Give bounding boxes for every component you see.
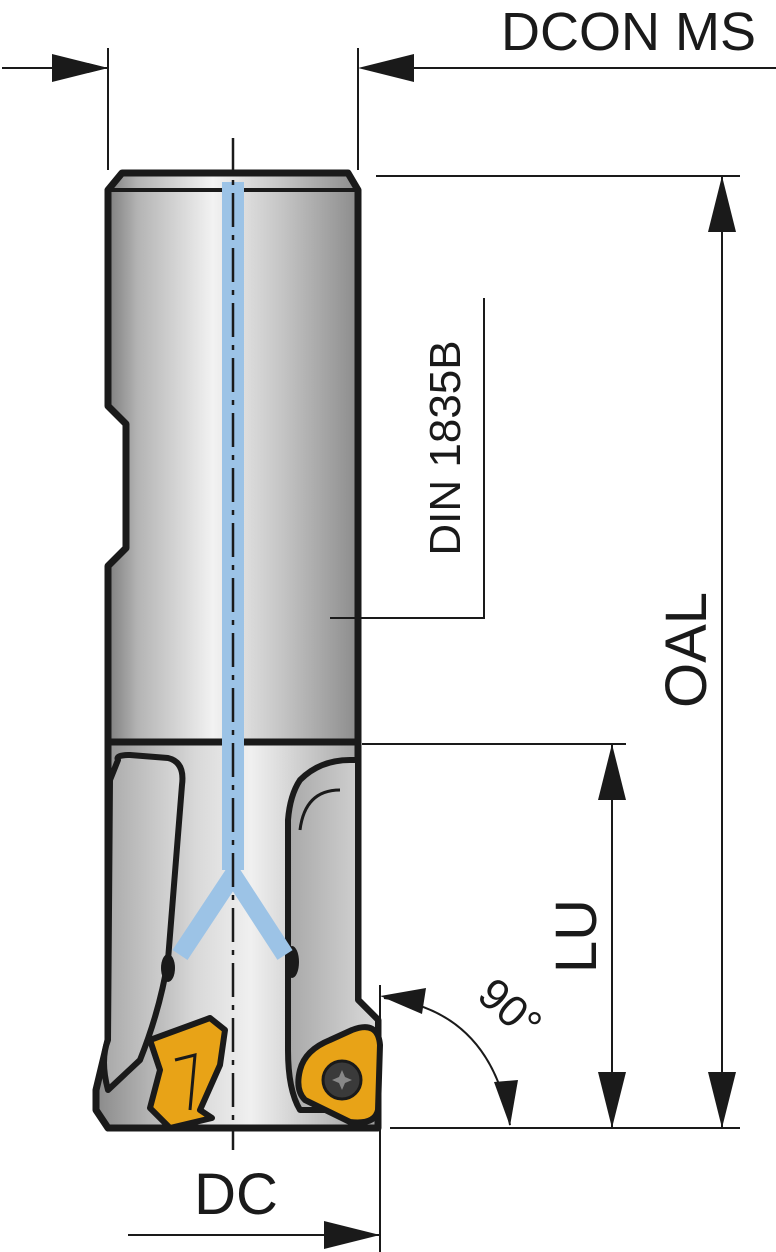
standard-callout: DIN 1835B bbox=[330, 298, 485, 619]
right-clamp-hole bbox=[285, 946, 299, 978]
angle-dimension: 90° bbox=[379, 969, 551, 1252]
right-flute bbox=[285, 757, 381, 1113]
lu-dimension: LU bbox=[362, 743, 626, 1128]
dc-label: DC bbox=[194, 1162, 278, 1227]
dcon-ms-dimension: DCON MS bbox=[2, 2, 776, 170]
torx-icon bbox=[332, 1070, 352, 1090]
left-insert bbox=[147, 1015, 228, 1131]
right-flute-edge bbox=[298, 788, 341, 831]
oal-dimension: OAL bbox=[376, 175, 740, 1129]
standard-label: DIN 1835B bbox=[421, 340, 470, 555]
dc-dimension: DC bbox=[128, 1162, 380, 1249]
dcon-ms-label: DCON MS bbox=[501, 2, 756, 62]
lu-label: LU bbox=[544, 899, 609, 973]
left-clamp-hole bbox=[161, 954, 175, 982]
oal-label: OAL bbox=[654, 592, 719, 708]
angle-label: 90° bbox=[469, 969, 551, 1050]
